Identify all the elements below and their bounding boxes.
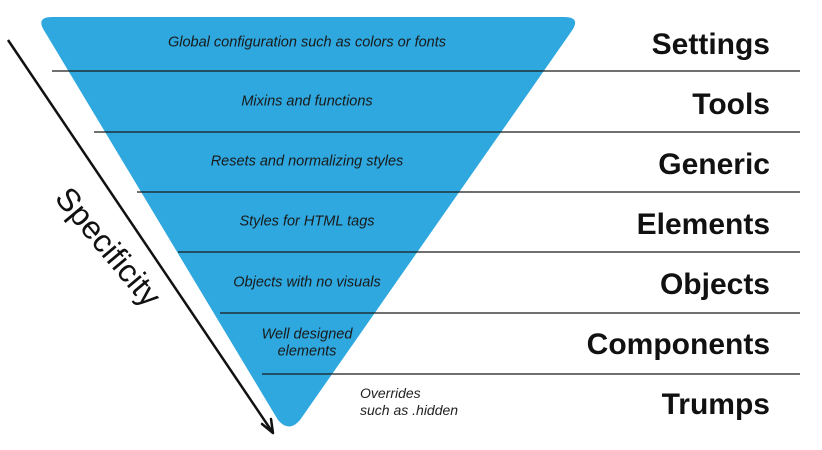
description-line: Overrides	[360, 385, 421, 401]
layer-description-trumps: Overrides such as .hidden	[360, 385, 458, 419]
specificity-arrow	[6, 39, 275, 435]
layer-description-components: Well designed elements	[262, 327, 353, 362]
layer-description-tools: Mixins and functions	[241, 93, 373, 110]
layer-label-trumps: Trumps	[661, 388, 770, 421]
layer-label-tools: Tools	[692, 88, 770, 121]
layer-description-generic: Resets and normalizing styles	[210, 153, 404, 170]
layer-label-settings: Settings	[651, 28, 770, 61]
layer-label-generic: Generic	[658, 148, 770, 181]
arrow-head	[260, 417, 275, 435]
layer-label-objects: Objects	[659, 268, 770, 301]
layer-description-settings: Global configuration such as colors or f…	[167, 34, 447, 51]
layer-description-elements: Styles for HTML tags	[239, 213, 375, 230]
layer-dividers	[52, 70, 800, 375]
inverted-triangle	[41, 17, 576, 427]
description-line: such as .hidden	[360, 401, 459, 418]
layer-description-objects: Objects with no visuals	[233, 274, 381, 291]
layer-label-elements: Elements	[636, 208, 770, 241]
description-line: Well designed	[261, 326, 353, 343]
arrow-shaft	[6, 39, 275, 434]
layer-label-components: Components	[586, 328, 770, 361]
description-line: elements	[277, 344, 337, 360]
